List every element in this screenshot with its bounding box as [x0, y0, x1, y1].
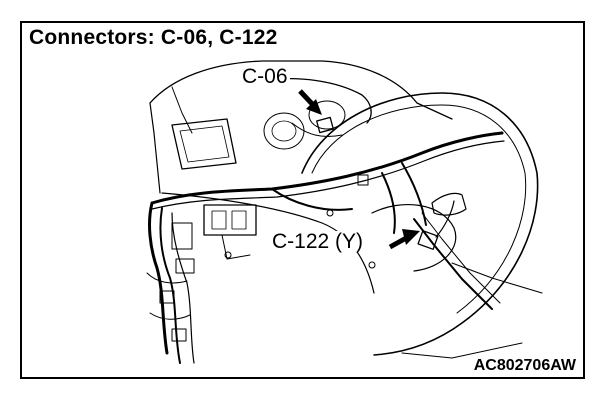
callout-c06-label: C-06	[240, 65, 290, 88]
gauge-left	[263, 112, 305, 150]
steering-column	[413, 218, 493, 310]
steering-wheel	[301, 92, 539, 356]
figure-code: AC802706AW	[473, 357, 576, 374]
arrow-c122	[388, 229, 420, 250]
connector-c122	[417, 230, 439, 250]
main-wiring-harness	[150, 131, 504, 205]
lower-dash	[161, 192, 375, 294]
instrument-panel-outline	[149, 60, 453, 120]
center-panel	[171, 118, 237, 170]
figure-title: Connectors: C-06, C-122	[29, 26, 278, 49]
connector-block	[203, 204, 257, 236]
meter-hood	[261, 78, 372, 124]
gauge-center	[308, 100, 346, 130]
dashboard-wiring-illustration	[146, 60, 543, 364]
arrow-c06	[298, 89, 322, 115]
connector-c06	[316, 116, 334, 134]
callout-c122-label: C-122 (Y)	[270, 230, 366, 253]
steering-hub	[371, 203, 457, 272]
diagram-frame: Connectors: C-06, C-122 C-06 C-122 (Y) A…	[20, 21, 585, 379]
left-harness-bundle	[148, 201, 169, 355]
